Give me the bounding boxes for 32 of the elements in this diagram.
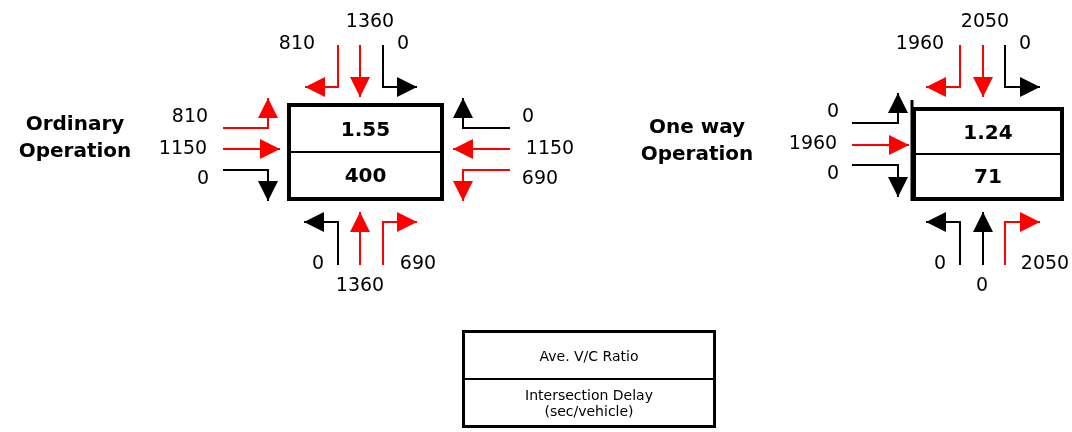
intersection-result-box xyxy=(287,103,444,201)
traffic-volume: 2050 xyxy=(960,9,1010,31)
traffic-volume: 810 xyxy=(278,31,316,53)
legend-box xyxy=(462,330,716,428)
traffic-volume: 1150 xyxy=(158,136,208,158)
scenario-title: One way Operation xyxy=(639,113,755,167)
traffic-volume: 0 xyxy=(933,251,947,273)
traffic-volume: 690 xyxy=(399,251,437,273)
traffic-volume: 0 xyxy=(396,31,410,53)
traffic-volume: 1150 xyxy=(525,136,575,158)
traffic-volume: 0 xyxy=(1018,31,1032,53)
traffic-volume: 1960 xyxy=(788,131,838,153)
legend-entry: Intersection Delay (sec/vehicle) xyxy=(524,386,654,419)
intersection-result-box xyxy=(912,107,1064,201)
traffic-volume: 1960 xyxy=(895,31,945,53)
delay-value: 71 xyxy=(974,164,1002,188)
traffic-volume: 0 xyxy=(311,251,325,273)
delay-value: 400 xyxy=(344,163,387,187)
vc-ratio-value: 1.55 xyxy=(340,117,391,141)
legend-entry: Ave. V/C Ratio xyxy=(538,347,640,364)
traffic-volume: 690 xyxy=(521,166,559,188)
traffic-volume: 0 xyxy=(975,273,989,295)
traffic-volume: 0 xyxy=(521,104,535,126)
vc-ratio-value: 1.24 xyxy=(963,120,1013,144)
traffic-volume: 1360 xyxy=(335,273,385,295)
traffic-volume: 0 xyxy=(826,99,840,121)
traffic-volume: 810 xyxy=(171,104,209,126)
scenario-title: Ordinary Operation xyxy=(17,110,133,164)
traffic-volume: 1360 xyxy=(345,9,395,31)
traffic-volume: 2050 xyxy=(1020,251,1070,273)
traffic-volume: 0 xyxy=(826,161,840,183)
traffic-volume: 0 xyxy=(196,166,210,188)
